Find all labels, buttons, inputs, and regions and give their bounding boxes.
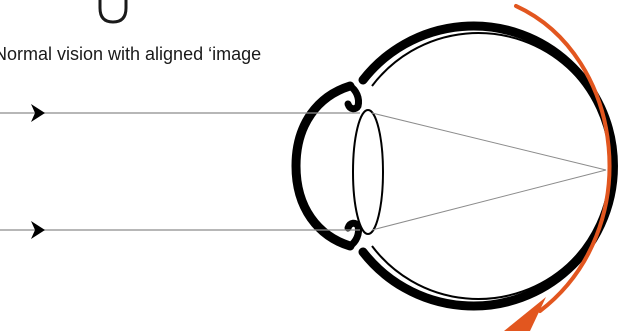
iris-lower (348, 223, 359, 246)
sclera-outer (363, 26, 613, 306)
lens (353, 110, 383, 234)
refracted-ray-lower (372, 170, 606, 230)
diagram-caption: Normal vision with aligned ‘image (0, 45, 261, 63)
cornea (296, 86, 350, 246)
cropped-heading-glyph (100, 0, 126, 22)
iris-upper (348, 86, 359, 109)
refracted-ray-upper (372, 113, 606, 170)
rotation-arrow-arc (516, 6, 610, 311)
